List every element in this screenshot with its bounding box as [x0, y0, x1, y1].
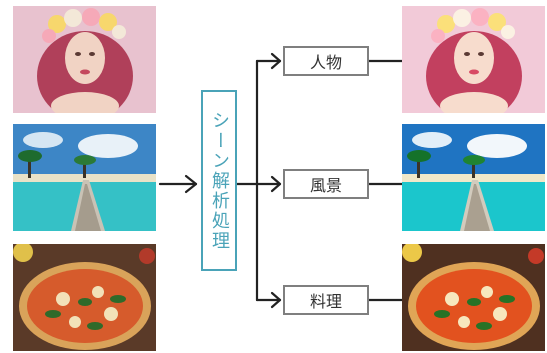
input-pizza-image	[13, 244, 156, 351]
input-arrow-head	[184, 174, 198, 194]
scene-analysis-box: シーン解析処理	[201, 90, 237, 271]
category-scenery: 風景	[283, 169, 369, 199]
category-people: 人物	[283, 46, 369, 76]
output-portrait-image	[402, 6, 545, 113]
output-beach-image	[402, 124, 545, 231]
scene-analysis-label: シーン解析処理	[209, 110, 230, 251]
input-beach-image	[13, 124, 156, 231]
input-portrait-image	[13, 6, 156, 113]
category-scenery-label: 風景	[309, 176, 342, 195]
category-food: 料理	[283, 285, 369, 315]
output-pizza-image	[402, 244, 545, 351]
category-food-label: 料理	[309, 292, 342, 311]
category-people-label: 人物	[309, 53, 342, 72]
